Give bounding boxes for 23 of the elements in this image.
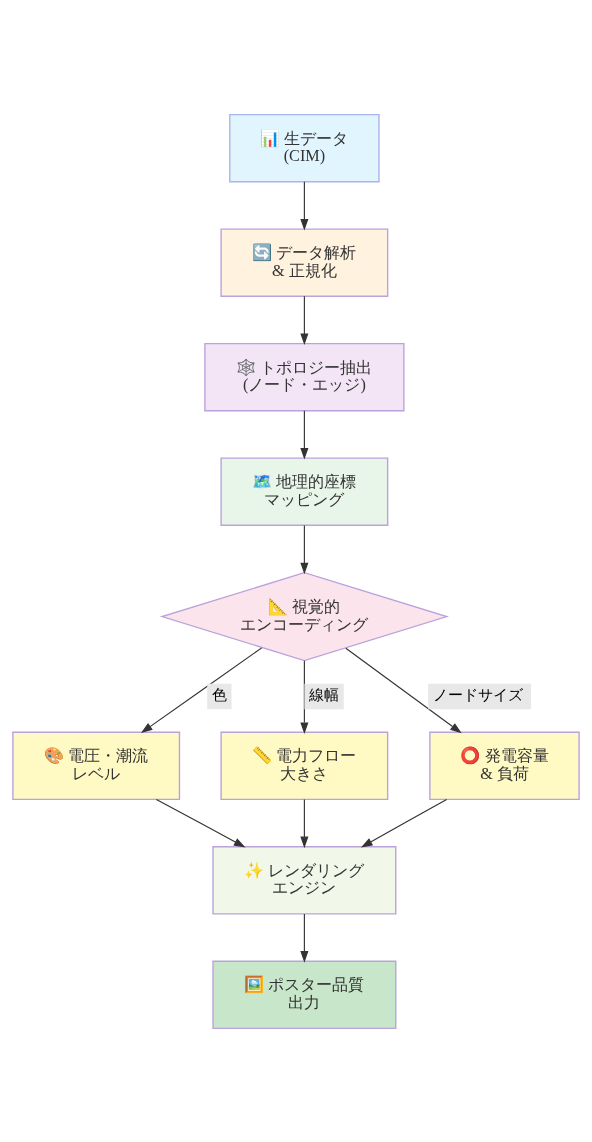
- arrow: [300, 798, 309, 848]
- edge-label: ノードサイズ: [433, 686, 524, 703]
- arrow: [300, 295, 309, 345]
- node-box: 🎨 電圧・潮流 レベル: [12, 731, 181, 800]
- node-box: 🕸 トポロジー抽出 (ノード・エッジ): [204, 342, 405, 411]
- node-box: 📏 電力フロー 大きさ: [220, 731, 389, 800]
- arrow: [300, 524, 309, 574]
- edge-label: 色: [212, 686, 228, 703]
- arrow: [360, 798, 448, 847]
- node-diamond: 📐 視覚的 エンコーディング: [159, 571, 449, 661]
- edge-label: 線幅: [309, 686, 340, 703]
- node-box: 🗺 地理的座標 マッピング: [220, 456, 389, 526]
- arrow: [345, 647, 462, 733]
- node-box: ⭕ 発電容量 & 負荷: [429, 731, 580, 800]
- arrow: [300, 912, 309, 963]
- node-box: ✨ レンダリング エンジン: [212, 845, 397, 915]
- arrow: [140, 646, 263, 733]
- arrow: [155, 798, 246, 847]
- node-box: 📊 生データ (CIM): [229, 113, 380, 182]
- arrow: [300, 180, 309, 230]
- node-box: 🔄 データ解析 & 正規化: [220, 227, 389, 297]
- node-box: 🖼 ポスター品質 出力: [212, 960, 397, 1029]
- arrow: [300, 409, 309, 460]
